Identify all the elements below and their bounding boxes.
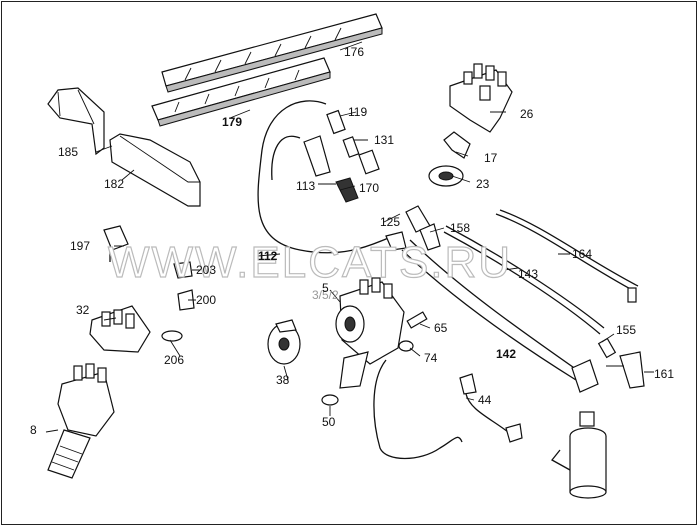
seal-ring-23 xyxy=(428,165,464,187)
ignition-lead-143 xyxy=(443,225,605,335)
spark-plug-connectors xyxy=(257,100,395,254)
label-185: 185 xyxy=(58,145,79,159)
label-65: 65 xyxy=(434,321,448,335)
connector-161 xyxy=(619,351,645,389)
leader-lines xyxy=(45,41,654,433)
label-112: 112 xyxy=(258,249,278,263)
ignition-coil xyxy=(551,411,607,499)
label-44: 44 xyxy=(478,393,492,407)
clip-200 xyxy=(177,289,195,311)
ignition-lead-142 xyxy=(401,239,599,393)
label-23: 23 xyxy=(476,177,490,191)
clip-203 xyxy=(173,261,193,279)
diagram-code: 3/5/2 xyxy=(312,288,339,302)
label-131: 131 xyxy=(374,133,395,147)
watermark: WWW.ELCATS.RU xyxy=(107,237,513,287)
label-179: 179 xyxy=(222,115,243,129)
distributor-8 xyxy=(47,363,115,479)
label-182: 182 xyxy=(104,177,125,191)
boot-125 xyxy=(385,205,431,251)
label-203: 203 xyxy=(196,263,217,277)
label-17: 17 xyxy=(484,151,498,165)
label-158: 158 xyxy=(450,221,471,235)
label-38: 38 xyxy=(276,373,290,387)
screw-65 xyxy=(406,311,428,329)
label-26: 26 xyxy=(520,107,534,121)
label-32: 32 xyxy=(76,303,90,317)
o-ring-50 xyxy=(321,394,339,406)
label-200: 200 xyxy=(196,293,217,307)
label-5: 5 xyxy=(322,281,329,295)
module-38 xyxy=(267,319,301,365)
label-50: 50 xyxy=(322,415,336,429)
label-197: 197 xyxy=(70,239,91,253)
cable-rail-176 xyxy=(161,13,383,93)
ignition-lead-164 xyxy=(495,209,639,303)
cover-185 xyxy=(47,87,105,156)
rotor-17 xyxy=(443,131,471,159)
label-125: 125 xyxy=(380,215,401,229)
label-142: 142 xyxy=(496,347,517,361)
sensor-cable-44 xyxy=(459,373,523,443)
cover-182 xyxy=(109,133,201,207)
bracket-197 xyxy=(103,225,129,262)
label-206: 206 xyxy=(164,353,185,367)
label-113: 113 xyxy=(296,179,316,193)
distributor-cap-26 xyxy=(449,63,513,133)
label-176: 176 xyxy=(344,45,365,59)
washer-74 xyxy=(398,340,414,352)
distributor-5 xyxy=(335,277,463,460)
label-170: 170 xyxy=(359,181,380,195)
label-161: 161 xyxy=(654,367,675,381)
label-74: 74 xyxy=(424,351,438,365)
label-119: 119 xyxy=(348,105,368,119)
cable-rail-179 xyxy=(151,57,331,127)
connector-155 xyxy=(597,337,617,359)
label-8: 8 xyxy=(30,423,37,437)
clamp-206 xyxy=(161,330,183,342)
label-143: 143 xyxy=(518,267,539,281)
label-155: 155 xyxy=(616,323,637,337)
distributor-cap-32 xyxy=(89,305,151,353)
label-164: 164 xyxy=(572,247,593,261)
